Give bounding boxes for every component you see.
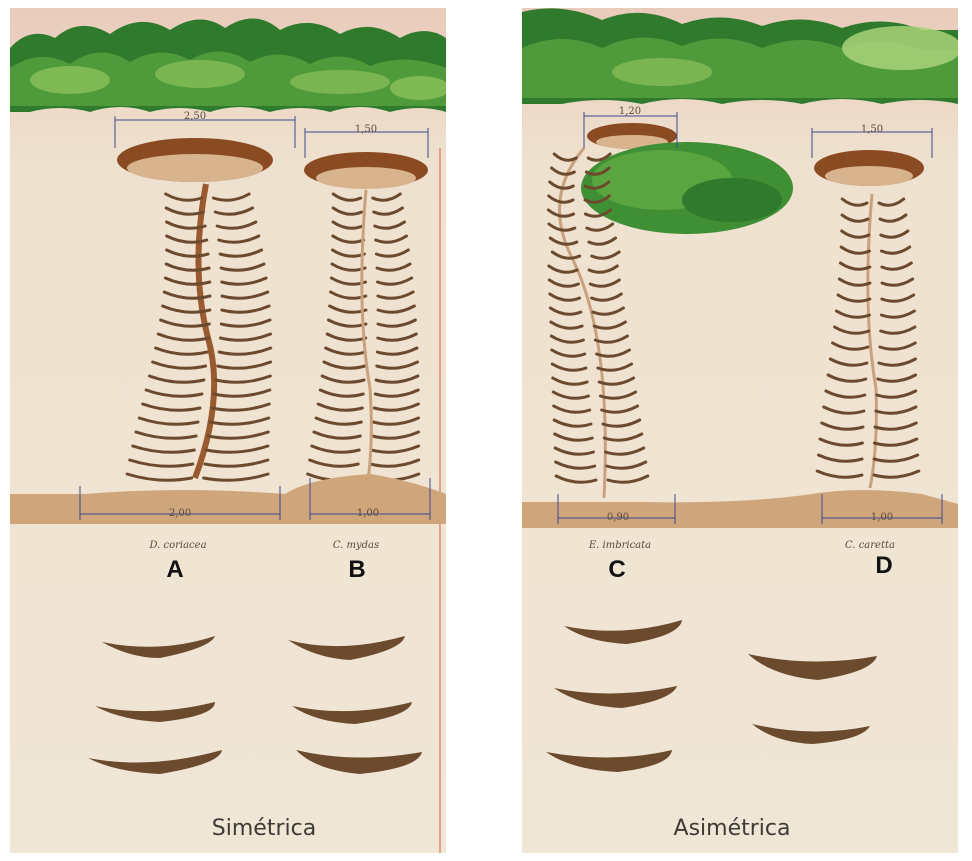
trail-letter-B: B [348,556,365,584]
trail-letter-D: D [875,552,892,580]
bottom-width-label-A: 2,00 [169,508,191,519]
trail-letter-C: C [608,556,625,584]
panel-caption-symmetric: Simétrica [212,816,316,841]
symmetric-illustration [10,8,446,853]
top-width-label-D: 1,50 [861,124,883,135]
bottom-width-label-D: 1,00 [871,512,893,523]
top-width-label-A: 2,50 [184,111,206,122]
top-width-label-C: 1,20 [619,106,641,117]
nest-A [117,138,273,182]
species-label-A: D. coriacea [149,540,206,551]
vegetation-strip [522,8,958,104]
nest-B [304,152,428,189]
asymmetric-illustration [522,8,958,853]
species-label-C: E. imbricata [589,540,651,551]
sand-background [10,8,446,853]
panel-caption-asymmetric: Asimétrica [674,816,791,841]
species-label-D: C. caretta [845,540,895,551]
panel-asymmetric: 1,20 1,50 0,90 1,00 E. imbricata C. care… [522,8,958,853]
vegetation-strip [10,18,446,112]
bush [581,142,793,234]
nest-D [814,150,924,186]
species-label-B: C. mydas [333,540,379,551]
panel-symmetric: 2,50 1,50 2,00 1,00 D. coriacea C. mydas… [10,8,446,853]
bottom-width-label-B: 1,00 [357,508,379,519]
bottom-width-label-C: 0,90 [607,512,629,523]
top-width-label-B: 1,50 [355,124,377,135]
trail-letter-A: A [166,556,183,584]
